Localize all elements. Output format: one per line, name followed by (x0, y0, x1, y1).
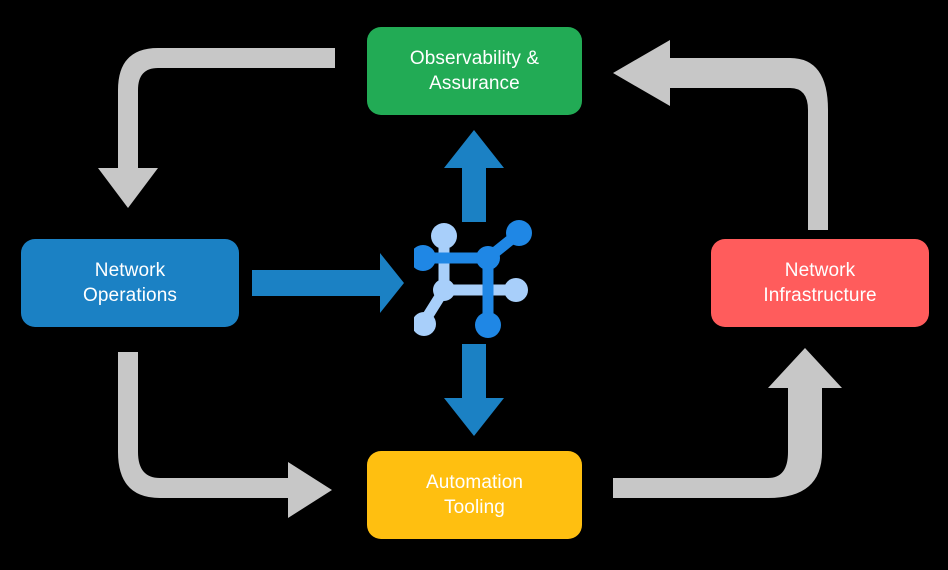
topology-node-light-center-lower (433, 279, 455, 301)
blue-arrow-operations-to-center (252, 253, 404, 313)
blue-arrow-center-to-observability (444, 130, 504, 222)
topology-node-light-right (504, 278, 528, 302)
gray-arrow-infrastructure-to-observability (613, 40, 828, 230)
network-topology-icon (414, 220, 532, 338)
gray-arrow-operations-to-automation (118, 352, 332, 518)
gray-arrow-observability-to-operations (98, 48, 335, 208)
topology-node-primary-left (414, 245, 436, 271)
node-box-network-operations[interactable]: Network Operations (21, 239, 239, 327)
blue-arrow-center-to-automation (444, 344, 504, 436)
node-label-network-infrastructure: Network Infrastructure (763, 259, 877, 306)
gray-arrow-automation-to-infrastructure (613, 348, 842, 498)
topology-node-light-bottom-left (414, 312, 436, 336)
node-box-observability-assurance[interactable]: Observability & Assurance (367, 27, 582, 115)
node-label-automation-tooling: Automation Tooling (425, 471, 524, 518)
topology-node-primary-hub (476, 246, 500, 270)
node-label-observability-assurance: Observability & Assurance (409, 47, 540, 94)
topology-node-primary-bottom (475, 312, 501, 338)
node-box-network-infrastructure[interactable]: Network Infrastructure (711, 239, 929, 327)
node-box-automation-tooling[interactable]: Automation Tooling (367, 451, 582, 539)
topology-node-light-top (431, 223, 457, 249)
node-label-network-operations: Network Operations (83, 259, 177, 306)
topology-node-primary-top-right (506, 220, 532, 246)
